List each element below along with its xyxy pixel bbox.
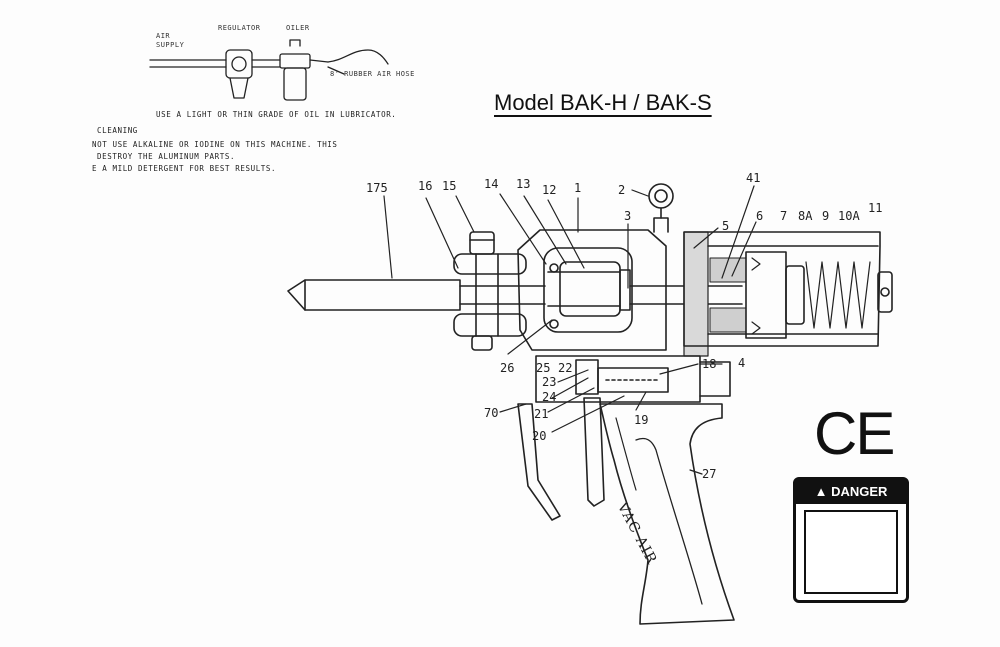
callout-22: 22	[558, 361, 573, 375]
leader-lines	[383, 185, 757, 475]
front-clamp	[453, 231, 527, 351]
callout-18: 18	[702, 357, 717, 371]
cleaning-line-1: NOT USE ALKALINE OR IODINE ON THIS MACHI…	[92, 140, 338, 149]
callout-7: 7	[780, 209, 788, 223]
callout-41: 41	[746, 171, 761, 185]
callout-14: 14	[484, 177, 499, 191]
callout-10a: 10A	[838, 209, 860, 223]
oiler-label: OILER	[286, 24, 310, 32]
callout-20: 20	[532, 429, 547, 443]
danger-pictogram-frame	[804, 510, 898, 594]
regulator-label: REGULATOR	[218, 24, 261, 32]
callout-3: 3	[624, 209, 632, 223]
cleaning-line-3: E A MILD DETERGENT FOR BEST RESULTS.	[92, 164, 277, 173]
callout-11: 11	[868, 201, 883, 215]
callout-6: 6	[756, 209, 764, 223]
danger-header: ▲ DANGER	[796, 480, 906, 504]
warning-triangle-icon: ▲	[814, 484, 828, 499]
callout-19: 19	[634, 413, 649, 427]
needle	[287, 279, 546, 311]
trigger-and-handle	[517, 397, 735, 625]
model-title: Model BAK-H / BAK-S	[494, 90, 712, 115]
callout-9: 9	[822, 209, 830, 223]
callout-23: 23	[542, 375, 557, 389]
air-supply-label: AIR SUPPLY	[156, 32, 185, 49]
callout-25: 25	[536, 361, 551, 375]
air-supply-schematic	[149, 39, 389, 101]
danger-label: DANGER	[831, 484, 888, 499]
cylinder	[629, 231, 893, 357]
callout-175: 175	[366, 181, 388, 195]
callout-5: 5	[722, 219, 730, 233]
ce-mark: CE	[814, 400, 895, 467]
danger-sign: ▲ DANGER	[793, 477, 909, 603]
oil-note: USE A LIGHT OR THIN GRADE OF OIL IN LUBR…	[156, 110, 397, 119]
callout-26: 26	[500, 361, 515, 375]
hose-label: 8' RUBBER AIR HOSE	[330, 70, 415, 78]
callout-70: 70	[484, 406, 499, 420]
callout-27: 27	[702, 467, 717, 481]
callout-12: 12	[542, 183, 557, 197]
callout-1: 1	[574, 181, 582, 195]
callout-24: 24	[542, 390, 557, 404]
callout-8a: 8A	[798, 209, 813, 223]
cleaning-line-2: DESTROY THE ALUMINUM PARTS.	[97, 152, 236, 161]
callout-13: 13	[516, 177, 531, 191]
callout-4: 4	[738, 356, 746, 370]
callout-2: 2	[618, 183, 626, 197]
callout-16: 16	[418, 179, 433, 193]
callout-15: 15	[442, 179, 457, 193]
callout-21: 21	[534, 407, 549, 421]
valve-block	[535, 355, 731, 403]
body-housing	[517, 183, 674, 351]
cleaning-heading: CLEANING	[97, 126, 138, 135]
